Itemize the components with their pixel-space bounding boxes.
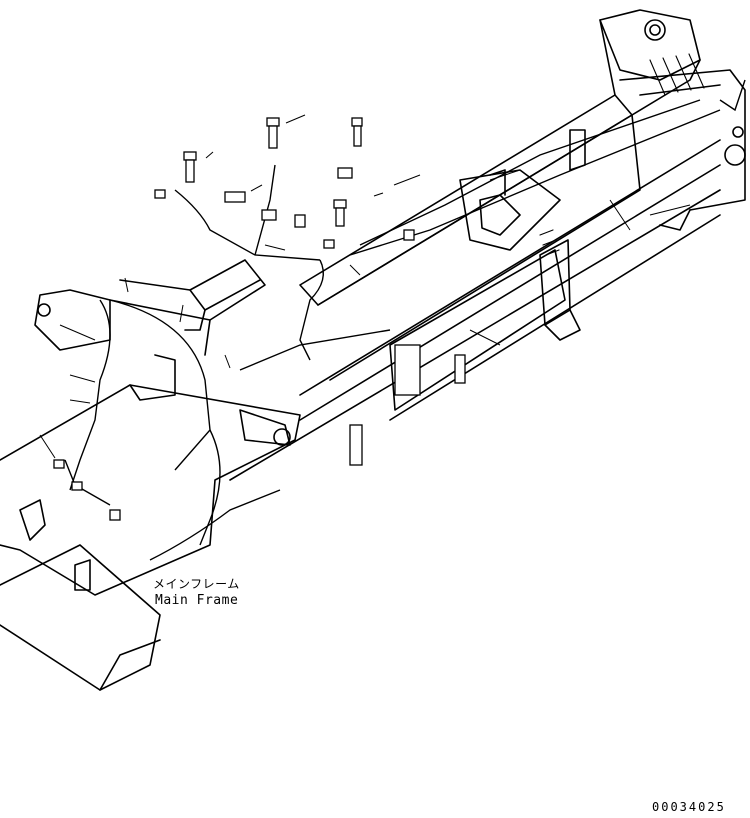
bolt-4 xyxy=(333,199,347,209)
bolt-1 xyxy=(266,117,280,127)
wire-harness xyxy=(64,79,746,561)
lower-rail xyxy=(229,129,721,481)
part-name-japanese: メインフレーム xyxy=(153,577,240,591)
boom-frame xyxy=(299,9,746,381)
part-name-english: Main Frame xyxy=(155,593,239,608)
main-frame xyxy=(0,259,301,691)
bolt-3 xyxy=(351,117,363,127)
leader-lines xyxy=(39,114,691,459)
hatching xyxy=(539,53,705,256)
bolt-2 xyxy=(183,151,197,161)
fasteners xyxy=(53,117,466,521)
drawing-number: 00034025 xyxy=(652,800,726,814)
bolt-5 xyxy=(224,191,246,203)
